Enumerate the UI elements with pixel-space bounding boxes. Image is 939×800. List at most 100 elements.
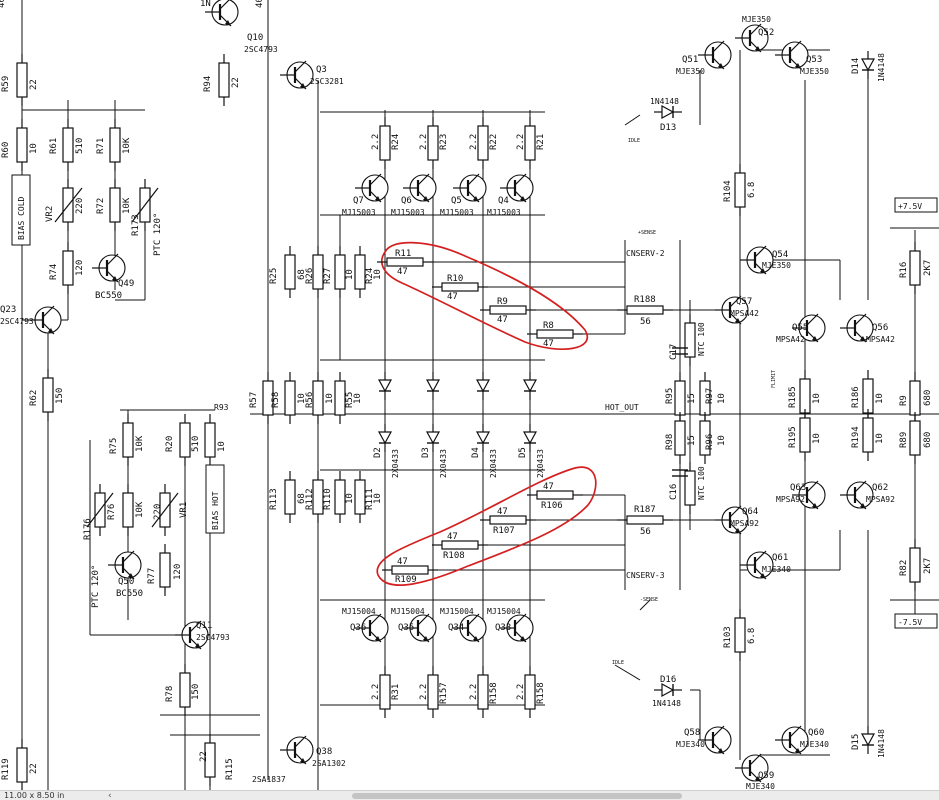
ref-label: R9 <box>497 297 508 307</box>
ref-label: R59 <box>1 76 11 92</box>
ref-label: R55 <box>345 392 355 408</box>
part-label: MPSA92 <box>730 519 759 528</box>
value-label: 220 <box>153 504 163 520</box>
resistor-r20 <box>179 413 191 467</box>
value-label: 10 <box>717 435 727 446</box>
value-label: 680 <box>923 390 933 406</box>
scroll-left-icon[interactable]: ‹ <box>108 791 112 800</box>
pos-rail-box <box>894 197 938 213</box>
ref-label: R157 <box>439 682 449 704</box>
value-label: 2.2 <box>469 684 479 700</box>
value-label: 15 <box>687 393 697 404</box>
ref-label: VR1 <box>179 502 189 518</box>
diode-d13 <box>653 105 683 119</box>
ref-label: D13 <box>660 123 676 133</box>
resistor-r94 <box>218 53 230 107</box>
part-label: 2SA1837 <box>252 775 286 784</box>
net-label: CNSERV-2 <box>626 249 665 258</box>
ref-label: R115 <box>225 758 235 780</box>
value-label: 22 <box>29 763 39 774</box>
resistor-r78 <box>179 663 191 717</box>
value-label: 2.2 <box>516 684 526 700</box>
ref-label: Q61 <box>772 553 788 563</box>
resistor-r24b <box>354 245 366 299</box>
resistor-r16 <box>909 241 921 295</box>
part-label: MPSA42 <box>730 309 759 318</box>
resistor-r74 <box>62 241 74 295</box>
transistor-q53 <box>773 39 810 71</box>
ref-label: Q3 <box>316 65 327 75</box>
value-label: 47 <box>447 292 458 302</box>
neg-rail-label: -7.5V <box>898 618 922 627</box>
part-label: MJE350 <box>676 67 705 76</box>
ref-label: R9 <box>899 395 909 406</box>
edge-label: 400 <box>0 0 7 8</box>
resistor-r71 <box>109 118 121 172</box>
value-label: 510 <box>75 138 85 154</box>
part-label: MJE350 <box>742 15 771 24</box>
part-label: 2SC4793 <box>244 45 278 54</box>
value-label: 2.2 <box>371 684 381 700</box>
ref-label: R71 <box>96 138 106 154</box>
part-label: MJ15003 <box>487 208 521 217</box>
net-label: IDLE <box>628 138 640 144</box>
ntc-top <box>684 313 696 367</box>
viewer-status-bar: 11.00 x 8.50 in ‹ <box>0 790 939 800</box>
ref-label: R72 <box>96 198 106 214</box>
value-label: 47 <box>397 557 408 567</box>
ref-label: D4 <box>471 447 481 458</box>
ref-label: Q11 <box>196 621 212 631</box>
ref-label: Q57 <box>736 297 752 307</box>
part-label: 1N4148 <box>652 699 681 708</box>
value-label: 47 <box>497 315 508 325</box>
ref-label: R104 <box>723 180 733 202</box>
ref-label: R24 <box>365 268 375 284</box>
ref-label: R78 <box>165 686 175 702</box>
resistor-r72 <box>109 178 121 232</box>
ref-label: R62 <box>29 390 39 406</box>
ref-label: Q34 <box>448 623 464 633</box>
value-label: 10K <box>135 501 145 518</box>
part-label: 2SA1302 <box>312 759 346 768</box>
resistor-r61 <box>62 118 74 172</box>
ref-label: D16 <box>660 675 676 685</box>
part-label: MPSA92 <box>866 495 895 504</box>
ptc-label: PTC 120° <box>153 213 163 256</box>
ref-label: Q59 <box>758 771 774 781</box>
resistor-r27 <box>334 245 346 299</box>
net-label: HOT_OUT <box>605 403 639 412</box>
resistor-r8 <box>526 329 584 339</box>
ref-label: R22 <box>489 134 499 150</box>
pos-rail-label: +7.5V <box>898 202 922 211</box>
value-label: 2K7 <box>923 558 933 574</box>
value-label: 47 <box>447 532 458 542</box>
ref-label: R11 <box>395 249 411 259</box>
ref-label: R76 <box>107 504 117 520</box>
ref-label: R97 <box>705 388 715 404</box>
resistor-r75 <box>122 413 134 467</box>
ref-label: R113 <box>269 488 279 510</box>
resistor-r106 <box>526 490 584 500</box>
value-label: 2.2 <box>419 134 429 150</box>
value-label: 10 <box>345 269 355 280</box>
ref-label: Q6 <box>401 196 412 206</box>
part-label: MJ15004 <box>487 607 521 616</box>
value-label: 10 <box>325 393 335 404</box>
ntc-label: NTC 100 <box>697 466 706 500</box>
resistor-r93 <box>204 413 216 467</box>
value-label: 68 <box>297 269 307 280</box>
value-label: 47 <box>397 267 408 277</box>
ref-label: R110 <box>323 488 333 510</box>
ref-label: R108 <box>443 551 465 561</box>
horizontal-scrollbar-thumb[interactable] <box>352 793 682 799</box>
diode-d14 <box>861 50 875 80</box>
resistor-r104 <box>734 163 746 217</box>
ref-label: R23 <box>439 134 449 150</box>
value-label: 220 <box>75 198 85 214</box>
resistor-r194 <box>862 408 874 462</box>
ref-label: D2 <box>373 447 383 458</box>
value-label: 6.8 <box>747 628 757 644</box>
ref-label: R119 <box>1 758 11 780</box>
ref-label: Q58 <box>684 728 700 738</box>
ref-label: D14 <box>851 58 861 74</box>
